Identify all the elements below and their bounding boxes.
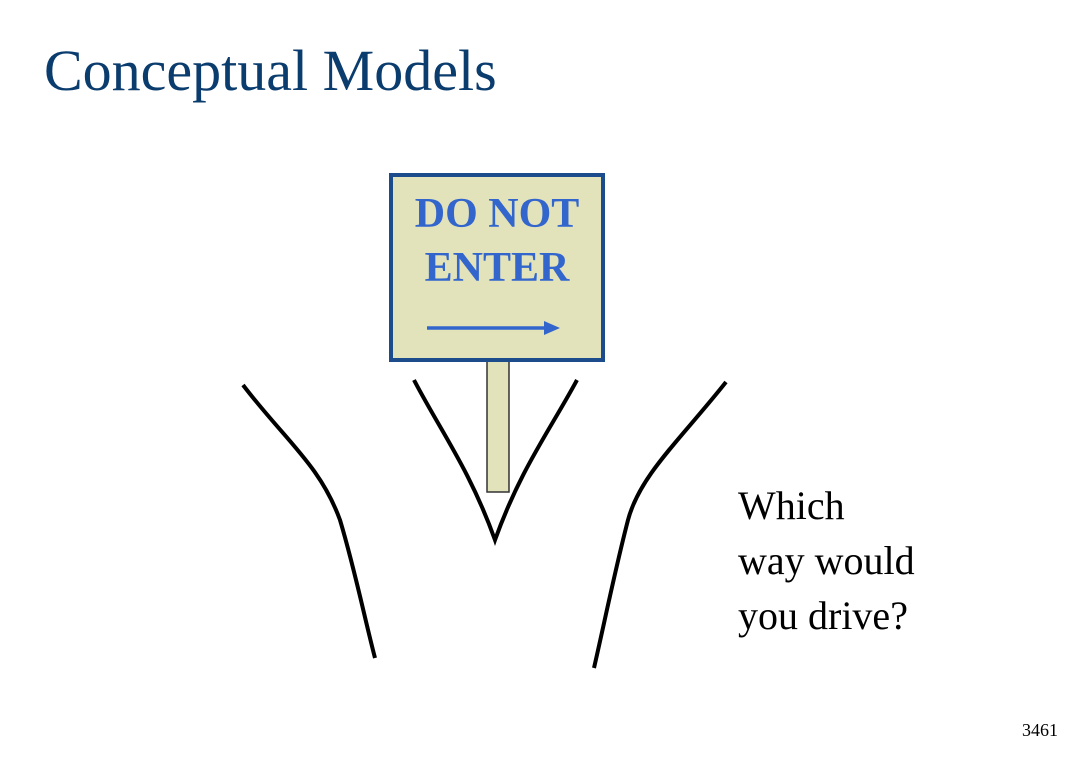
right-arrow-icon: [427, 321, 560, 335]
sign-text-line-2: ENTER: [424, 245, 570, 291]
road-center-divider: [412, 379, 579, 546]
sign-text-line-1: DO NOT: [414, 191, 580, 237]
question-line-1: Which: [738, 483, 845, 528]
sign-text: DO NOT ENTER: [391, 187, 603, 295]
question-line-2: way would: [738, 538, 915, 583]
slide-number: 3461: [1022, 720, 1058, 740]
sign-post: [486, 357, 510, 493]
question-text: Which way would you drive?: [738, 478, 915, 643]
road-right-outer-edge: [592, 380, 728, 669]
slide-title: Conceptual Models: [44, 38, 497, 103]
question-line-3: you drive?: [738, 593, 908, 638]
road-left-outer-edge: [241, 383, 377, 659]
